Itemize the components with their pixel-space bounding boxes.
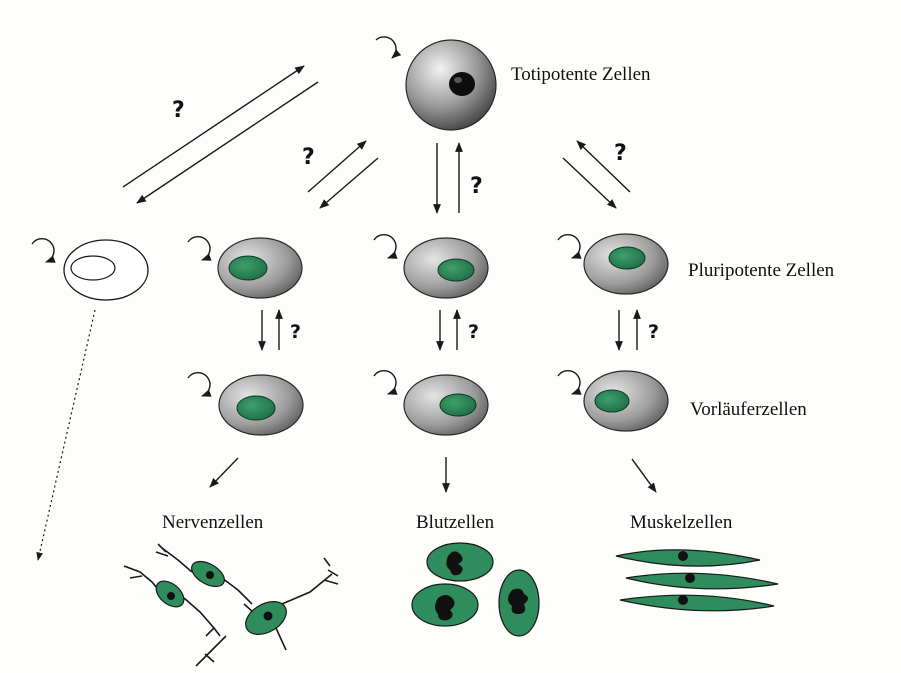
question-mark: ?	[468, 321, 479, 343]
arrow-up-long	[123, 66, 304, 187]
question-mark: ?	[470, 174, 483, 199]
blood-cells-label: Blutzellen	[416, 512, 495, 533]
self-renewal-loop-icon	[374, 371, 396, 394]
pluripotent-cell-center	[404, 238, 488, 298]
arrow-left-down	[320, 158, 378, 208]
totipotent-label: Totipotente Zellen	[511, 64, 651, 85]
arrow-to-muscle	[632, 459, 656, 492]
pluripotent-cell-right	[584, 234, 668, 294]
nerve-somas	[151, 556, 292, 641]
progenitor-cell-left	[219, 375, 303, 435]
self-renewal-loop-icon	[188, 373, 210, 396]
question-mark: ?	[648, 321, 659, 343]
progenitor-cell-right	[584, 371, 668, 431]
arrow-right-down	[563, 158, 616, 208]
nerve-cells-illustration	[124, 544, 338, 666]
self-renewal-loop-icon	[374, 235, 396, 258]
self-renewal-loop-icon	[32, 239, 54, 262]
outline-cell	[64, 240, 148, 300]
arrow-to-nerve	[210, 458, 238, 487]
question-mark: ?	[614, 141, 627, 166]
muscle-cells-label: Muskelzellen	[630, 512, 733, 533]
self-renewal-loop-icon	[188, 237, 210, 260]
arrow-down-long	[137, 82, 318, 203]
self-renewal-loop-icon	[558, 371, 580, 394]
muscle-cells-illustration	[616, 550, 778, 611]
question-mark: ?	[302, 145, 315, 170]
dotted-arrow	[38, 310, 95, 560]
self-renewal-loop-icon	[558, 235, 580, 258]
pluripotent-label: Pluripotente Zellen	[688, 260, 835, 281]
progenitor-label: Vorläuferzellen	[690, 399, 807, 420]
totipotent-cell	[406, 40, 496, 130]
nerve-cells-label: Nervenzellen	[162, 512, 264, 533]
question-mark: ?	[172, 98, 185, 123]
self-renewal-loop-icon	[376, 37, 396, 58]
pluripotent-cell-left	[218, 238, 302, 298]
blood-cells-illustration	[412, 543, 539, 636]
question-mark: ?	[290, 321, 301, 343]
arrow-left-up	[308, 141, 366, 192]
progenitor-cell-center	[404, 375, 488, 435]
